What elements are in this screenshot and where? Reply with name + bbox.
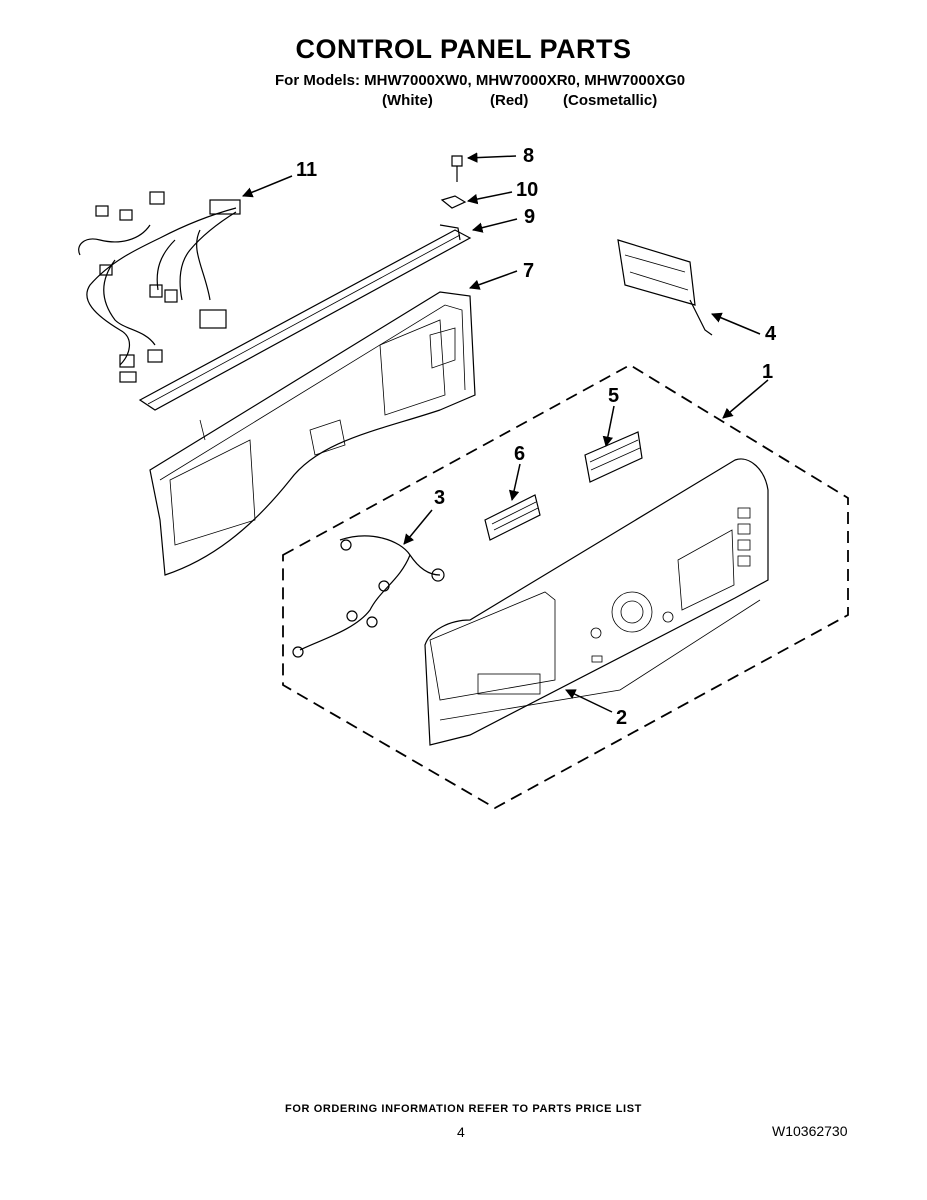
callout-8: 8 [523,145,534,167]
variant-red: (Red) [490,92,529,109]
model-list: For Models: MHW7000XW0, MHW7000XR0, MHW7… [275,72,686,89]
page-number: 4 [457,1124,465,1140]
wire-assembly [292,535,445,658]
callout-3: 3 [434,487,445,509]
callout-arrows [242,152,769,713]
ordering-note: FOR ORDERING INFORMATION REFER TO PARTS … [285,1103,642,1115]
page-title: CONTROL PANEL PARTS [295,34,632,64]
ribbon-cable-6 [484,494,541,541]
callout-5: 5 [608,385,619,407]
console-frame [149,291,476,576]
variant-white: (White) [382,92,433,109]
callout-10: 10 [516,179,538,201]
variant-cosmetallic: (Cosmetallic) [563,92,658,109]
callout-7: 7 [523,260,534,282]
control-board [617,239,713,336]
bracket-rail [138,224,472,411]
callout-6: 6 [514,443,525,465]
callout-9: 9 [524,206,535,228]
screw [451,155,463,182]
console [424,458,769,746]
kit-boundary [282,363,849,810]
document-number: W10362730 [772,1123,848,1139]
callout-1: 1 [762,361,773,383]
ribbon-cable-5 [584,431,643,483]
callout-4: 4 [765,323,777,345]
clip [440,195,467,209]
wiring-harness [78,191,241,383]
callout-2: 2 [616,707,627,729]
callout-11: 11 [296,159,317,181]
